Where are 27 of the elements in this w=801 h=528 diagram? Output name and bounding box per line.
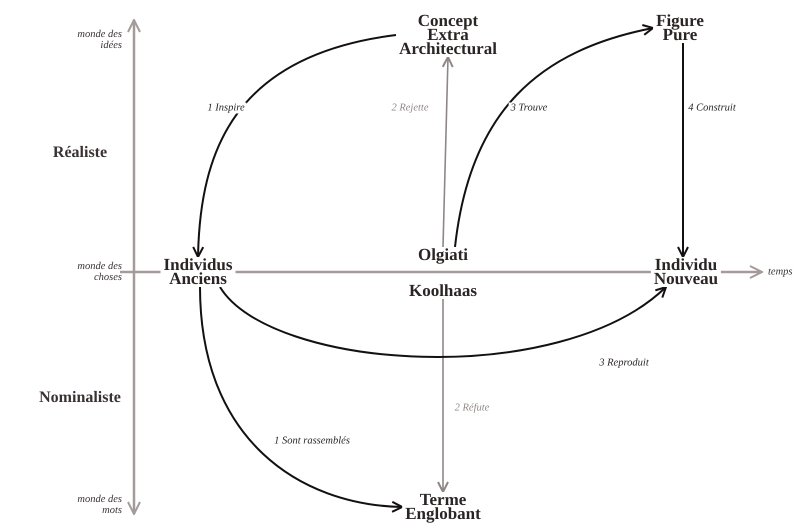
node-label: Individus Anciens (164, 258, 232, 286)
edge-label: 2 Réfute (452, 402, 492, 414)
node-label: Individu Nouveau (654, 258, 718, 286)
node-label: Terme Englobant (405, 493, 481, 521)
edge-label: 2 Rejette (389, 102, 431, 114)
arrow (192, 34, 396, 258)
edge-label: 3 Reproduit (597, 358, 651, 368)
edge-label: 4 Construit (686, 102, 738, 114)
axis-label: monde des choses (76, 261, 122, 283)
quadrant-label: Réaliste (52, 144, 108, 162)
arrow (219, 286, 667, 358)
quadrant-label: Nominaliste (39, 389, 121, 407)
node-label: Concept Extra Architectural (399, 14, 497, 56)
arrow (454, 24, 654, 248)
arrow (199, 286, 404, 512)
node-label: Koolhaas (408, 284, 478, 298)
node-label: Olgiati (418, 248, 468, 262)
edge-label: 1 Sont rassemblés (272, 436, 352, 446)
arrow (677, 43, 689, 258)
edge-label: 3 Trouve (508, 102, 550, 114)
axis-label: monde des mots (76, 494, 122, 516)
edge-label: 1 Inspire (205, 102, 247, 114)
axis-label: monde des idées (76, 29, 122, 51)
arrow (437, 299, 449, 493)
axis-label: temps (768, 266, 792, 278)
node-label: Figure Pure (656, 14, 704, 42)
arrow (442, 56, 454, 248)
